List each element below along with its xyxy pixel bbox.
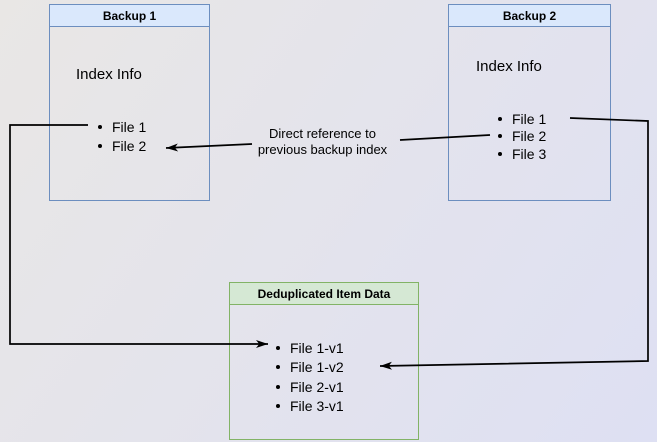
edge-annotation-line1: Direct reference to	[269, 126, 376, 141]
edge-annotation-line2: previous backup index	[257, 142, 388, 157]
node-deduplicated-item-data: Deduplicated Item Data File 1-v1 File 1-…	[229, 282, 419, 440]
bullet-dot	[276, 345, 280, 350]
node-backup-1-index-label: Index Info	[76, 66, 142, 83]
node-dedup-header: Deduplicated Item Data	[230, 283, 418, 305]
file-label: File 2	[512, 128, 547, 145]
file-label: File 3-v1	[290, 398, 344, 415]
node-backup-2: Backup 2 Index Info File 1 File 2 File 3	[448, 4, 611, 201]
file-label: File 1-v1	[290, 339, 344, 356]
bullet-dot	[98, 143, 102, 148]
file-label: File 3	[512, 145, 547, 162]
list-item: File 2-v1	[276, 377, 344, 397]
file-label: File 2-v1	[290, 378, 344, 395]
bullet-dot	[276, 365, 280, 370]
list-item: File 1	[498, 110, 546, 128]
list-item: File 2	[498, 128, 546, 146]
list-item: File 1-v1	[276, 338, 344, 358]
bullet-dot	[498, 151, 502, 156]
node-backup-1-file-list: File 1 File 2	[98, 117, 146, 155]
bullet-dot	[498, 116, 502, 121]
file-label: File 2	[112, 137, 147, 154]
node-backup-1: Backup 1 Index Info File 1 File 2	[49, 4, 210, 201]
node-dedup-file-list: File 1-v1 File 1-v2 File 2-v1 File 3-v1	[276, 338, 344, 416]
bullet-dot	[276, 404, 280, 409]
file-label: File 1-v2	[290, 359, 344, 376]
node-backup-1-header: Backup 1	[50, 5, 209, 27]
list-item: File 3-v1	[276, 397, 344, 417]
node-backup-2-title: Backup 2	[502, 8, 557, 23]
node-backup-2-header: Backup 2	[449, 5, 610, 27]
list-item: File 1-v2	[276, 358, 344, 378]
node-backup-2-index-label: Index Info	[476, 58, 542, 75]
file-label: File 1	[112, 118, 147, 135]
bullet-dot	[276, 384, 280, 389]
bullet-dot	[98, 124, 102, 129]
list-item: File 2	[98, 136, 146, 155]
edge-annotation: Direct reference to previous backup inde…	[235, 126, 410, 158]
bullet-dot	[498, 134, 502, 139]
file-label: File 1	[512, 110, 547, 127]
node-backup-1-title: Backup 1	[102, 8, 157, 23]
list-item: File 1	[98, 117, 146, 136]
node-backup-2-file-list: File 1 File 2 File 3	[498, 110, 546, 163]
node-dedup-title: Deduplicated Item Data	[257, 286, 391, 301]
list-item: File 3	[498, 145, 546, 163]
